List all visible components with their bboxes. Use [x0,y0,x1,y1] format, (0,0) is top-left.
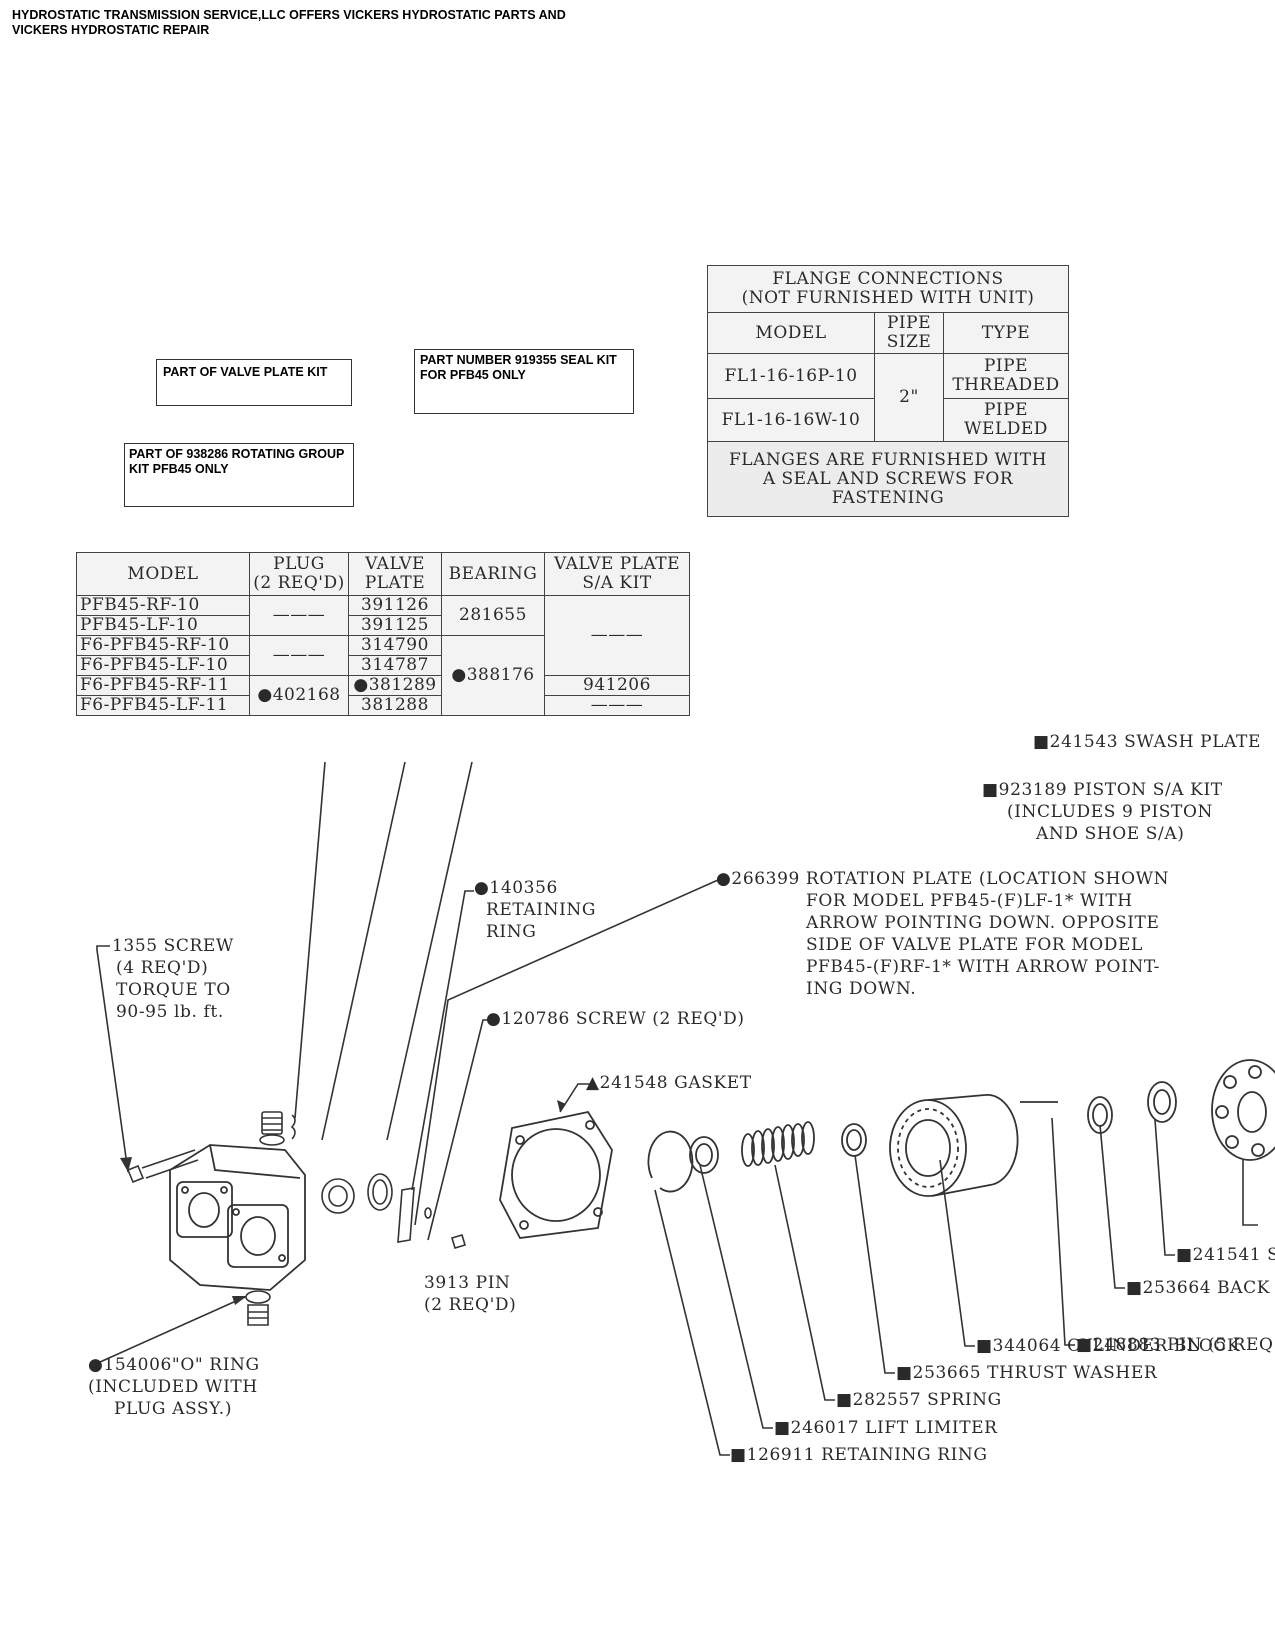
flange-col-type: TYPE [943,312,1069,354]
label-lift-limiter: ■246017 LIFT LIMITER [774,1418,998,1438]
leader-line [559,1083,590,1113]
retaining-ring-126911-part [647,1130,694,1193]
label-part-241541: ■241541 S [1176,1245,1275,1265]
plug-washer [259,1134,285,1146]
leader-line [321,761,406,1141]
col-bearing: BEARING [441,552,545,596]
spring-part [741,1121,815,1167]
valve-block-body [169,1144,306,1291]
flange-row-model: FL1-16-16P-10 [707,353,875,399]
label-swash-plate: ■241543 SWASH PLATE [1033,732,1262,752]
note-seal-kit: PART NUMBER 919355 SEAL KIT FOR PFB45 ON… [414,349,634,414]
label-pin-248883: ■248883 PIN (5 REQ [1076,1335,1274,1355]
leader-line [1099,1124,1125,1289]
thrust-washer-part [841,1123,867,1157]
valve-plate-cell: 381288 [348,695,442,716]
model-cell: F6-PFB45-RF-11 [76,675,250,696]
kit-cell: ——— [544,695,690,716]
retaining-ring-part [424,1207,432,1219]
part-241541 [1147,1081,1177,1123]
plug-cell: ——— [249,635,349,676]
leader-line [96,945,129,1173]
valve-plate-cell: 391126 [348,595,442,616]
label-o-ring: ●154006"O" RING (INCLUDED WITH PLUG ASSY… [88,1355,260,1419]
leader-line [774,1164,835,1401]
flange-row-model: FL1-16-16W-10 [707,398,875,442]
flange-table-title: FLANGE CONNECTIONS (NOT FURNISHED WITH U… [707,265,1069,313]
valve-plate-cell: ●381289 [348,675,442,696]
model-cell: F6-PFB45-LF-11 [76,695,250,716]
leader-line [1154,1119,1175,1256]
label-screw-120786: ●120786 SCREW (2 REQ'D) [486,1009,745,1029]
leader-line [99,1296,246,1363]
col-valve-plate-kit: VALVE PLATE S/A KIT [544,552,690,596]
leader-line [699,1164,773,1429]
label-retaining-ring-126911: ■126911 RETAINING RING [730,1445,988,1465]
plug-part [261,1111,283,1135]
leader-line [386,761,473,1141]
leader-line [939,1159,975,1347]
leader-line [427,1019,493,1241]
leader-line [414,879,719,1226]
leader-line [654,1189,730,1456]
col-plug: PLUG (2 REQ'D) [249,552,349,596]
flange-row-type: PIPE WELDED [943,398,1069,442]
model-cell: PFB45-RF-10 [76,595,250,616]
arrowhead [232,1296,247,1305]
leader-line [411,890,474,1191]
arrowhead [120,1157,132,1172]
leader-line [294,761,326,1119]
flange-col-pipe-size: PIPE SIZE [874,312,944,354]
flange-connections-table: FLANGE CONNECTIONS (NOT FURNISHED WITH U… [707,265,1069,517]
bearing-cell: ●388176 [441,635,545,716]
leader-line [1051,1117,1075,1346]
page-header: HYDROSTATIC TRANSMISSION SERVICE,LLC OFF… [12,8,612,38]
note-rotating-group: PART OF 938286 ROTATING GROUP KIT PFB45 … [124,443,354,507]
leader-line [1242,1160,1258,1226]
label-gasket: ▲241548 GASKET [586,1073,752,1093]
label-back: ■253664 BACK [1126,1278,1271,1298]
plug-cell: ●402168 [249,675,349,716]
back-plate-part [1087,1096,1113,1134]
swash-plate-part [1211,1059,1275,1161]
label-retaining-ring-140356: ●140356 RETAINING RING [474,878,597,942]
lift-limiter-part [689,1136,719,1174]
valve-plate-cell: 391125 [348,615,442,636]
leader-line [854,1154,895,1374]
arrowhead [557,1100,566,1112]
kit-cell: ——— [544,595,690,676]
model-cell: PFB45-LF-10 [76,615,250,636]
header-line-1: HYDROSTATIC TRANSMISSION SERVICE,LLC OFF… [12,8,566,22]
header-line-2: VICKERS HYDROSTATIC REPAIR [12,23,210,37]
plug-cell: ——— [249,595,349,636]
model-valve-plate-table: MODEL PLUG (2 REQ'D) VALVE PLATE BEARING… [76,552,690,716]
screw-1355-part [126,1149,199,1184]
col-valve-plate: VALVE PLATE [348,552,442,596]
rotation-plate-part [397,1187,415,1243]
label-cylinder-block: ■344064 CYLINDER BLOCK [976,1336,1241,1356]
label-spring: ■282557 SPRING [836,1390,1002,1410]
bearing-part [321,1178,355,1214]
gasket-part [499,1110,613,1239]
note-valve-plate-kit: PART OF VALVE PLATE KIT [156,359,352,406]
plug-part [247,1304,269,1326]
label-pin-3913: 3913 PIN (2 REQ'D) [424,1273,517,1315]
flange-row-type: PIPE THREADED [943,353,1069,399]
pin-3913-part [451,1234,466,1249]
flange-pipe-size: 2" [874,353,944,442]
flange-table-footer: FLANGES ARE FURNISHED WITH A SEAL AND SC… [707,441,1069,517]
label-screw-1355: 1355 SCREW (4 REQ'D) TORQUE TO 90-95 lb.… [112,936,235,1022]
label-rotation-plate: ●266399 ROTATION PLATE (LOCATION SHOWN F… [716,869,1170,999]
label-piston-kit: ■923189 PISTON S/A KIT (INCLUDES 9 PISTO… [982,780,1223,844]
label-thrust-washer: ■253665 THRUST WASHER [896,1363,1158,1383]
o-ring-part [245,1290,271,1304]
cylinder-block-part [889,1093,1019,1197]
flange-col-model: MODEL [707,312,875,354]
valve-plate-part [367,1173,393,1211]
